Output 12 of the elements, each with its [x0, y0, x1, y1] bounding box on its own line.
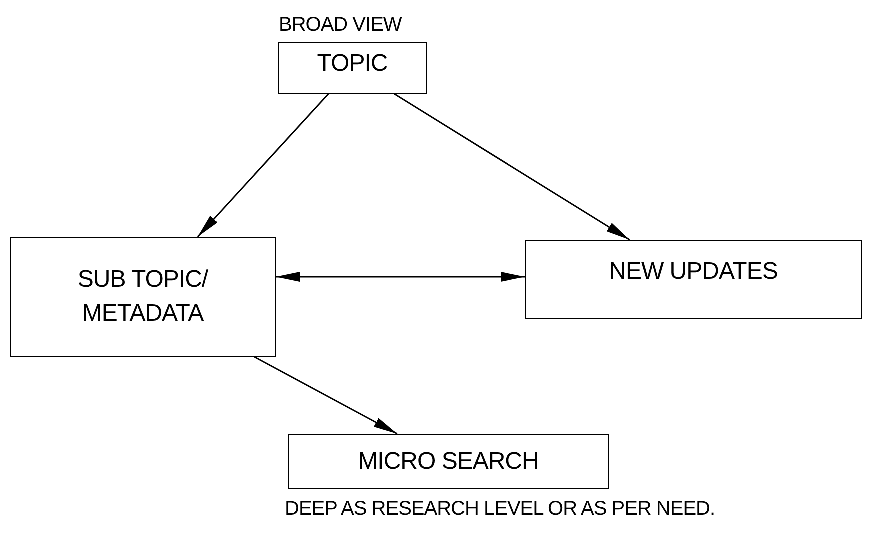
- note-text: DEEP AS RESEARCH LEVEL OR AS PER NEED.: [285, 497, 716, 521]
- arrow: [276, 272, 525, 282]
- box-label: SUB TOPIC/ METADATA: [76, 265, 210, 329]
- arrow: [197, 94, 330, 238]
- box-label: MICRO SEARCH: [357, 446, 540, 476]
- process-box: [525, 240, 862, 319]
- box-label: TOPIC: [316, 49, 389, 79]
- process-box: [10, 237, 276, 357]
- box-label: NEW UPDATES: [608, 256, 779, 286]
- arrow: [254, 356, 398, 435]
- arrow: [394, 93, 630, 241]
- note-text: BROAD VIEW: [279, 13, 402, 37]
